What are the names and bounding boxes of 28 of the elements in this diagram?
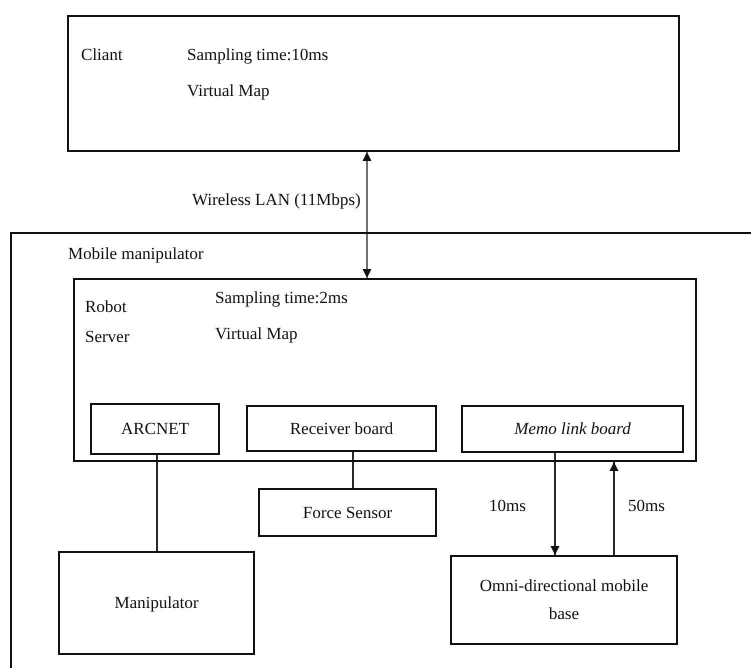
connector xyxy=(610,462,618,555)
client-box xyxy=(67,15,680,152)
server-box xyxy=(73,278,697,462)
connector xyxy=(362,152,372,278)
box-text: Sampling time:2ms xyxy=(215,288,348,308)
box-title: Cliant xyxy=(81,45,123,65)
device-box xyxy=(58,551,255,655)
box-text: Sampling time:10ms xyxy=(187,45,328,65)
device-box xyxy=(450,555,678,645)
connector xyxy=(550,453,560,555)
box-label: ARCNET xyxy=(121,418,189,440)
box-label: Force Sensor xyxy=(302,502,392,524)
box-label: Memo link board xyxy=(514,418,631,440)
box-title: Robot Server xyxy=(85,296,130,348)
edge-label: Wireless LAN (11Mbps) xyxy=(190,190,363,210)
box-title: Mobile manipulator xyxy=(68,244,204,264)
board-box xyxy=(90,403,220,455)
box-label: Omni-directional mobile base xyxy=(479,575,649,625)
board-box xyxy=(461,405,684,453)
connector xyxy=(352,452,354,488)
box-text: Virtual Map xyxy=(215,324,298,344)
box-text: Virtual Map xyxy=(187,81,270,101)
box-label: Manipulator xyxy=(114,592,199,614)
board-box xyxy=(246,405,437,452)
box-label: Receiver board xyxy=(290,418,394,440)
group-frame xyxy=(10,232,751,668)
sensor-box xyxy=(258,488,437,537)
connector xyxy=(156,455,158,551)
